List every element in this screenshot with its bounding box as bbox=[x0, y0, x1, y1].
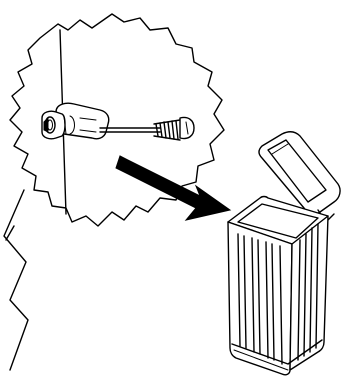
screw bbox=[99, 116, 195, 141]
trash-bin bbox=[227, 131, 341, 376]
wall-anchor bbox=[41, 102, 110, 140]
arrow bbox=[115, 155, 232, 221]
detail-bubble bbox=[3, 13, 225, 371]
